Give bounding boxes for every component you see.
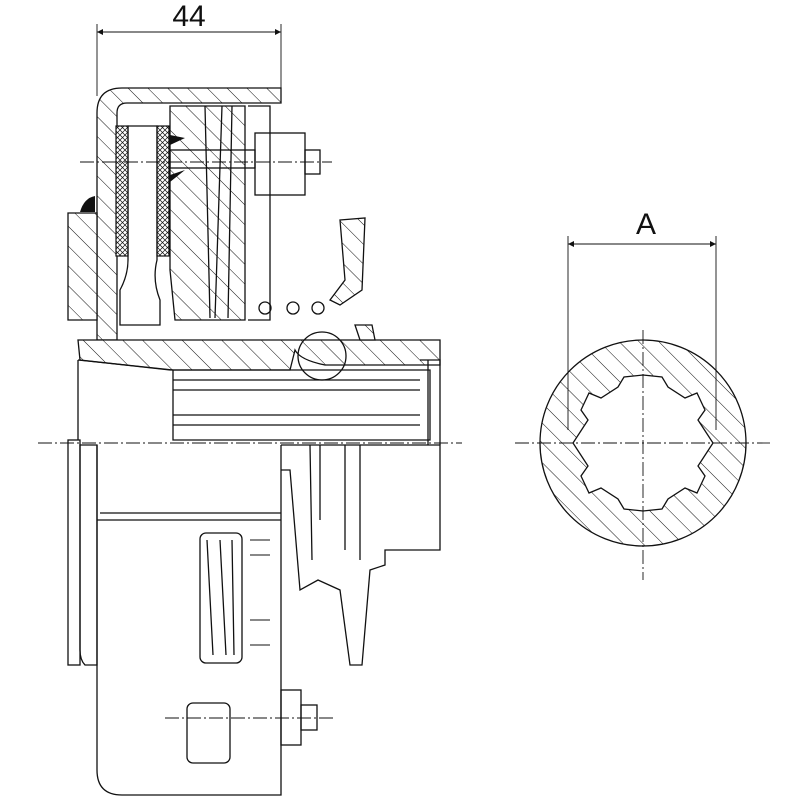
dimension-44-label: 44 bbox=[172, 0, 205, 33]
dimension-a-label: A bbox=[636, 208, 656, 241]
clutch-lower-view bbox=[67, 439, 441, 796]
width-dimension: 44 bbox=[96, 0, 282, 96]
clutch-upper-section bbox=[67, 87, 441, 445]
bolt-top bbox=[80, 132, 332, 196]
splined-bore-section bbox=[515, 330, 770, 580]
bore-dimension: A bbox=[567, 208, 717, 430]
